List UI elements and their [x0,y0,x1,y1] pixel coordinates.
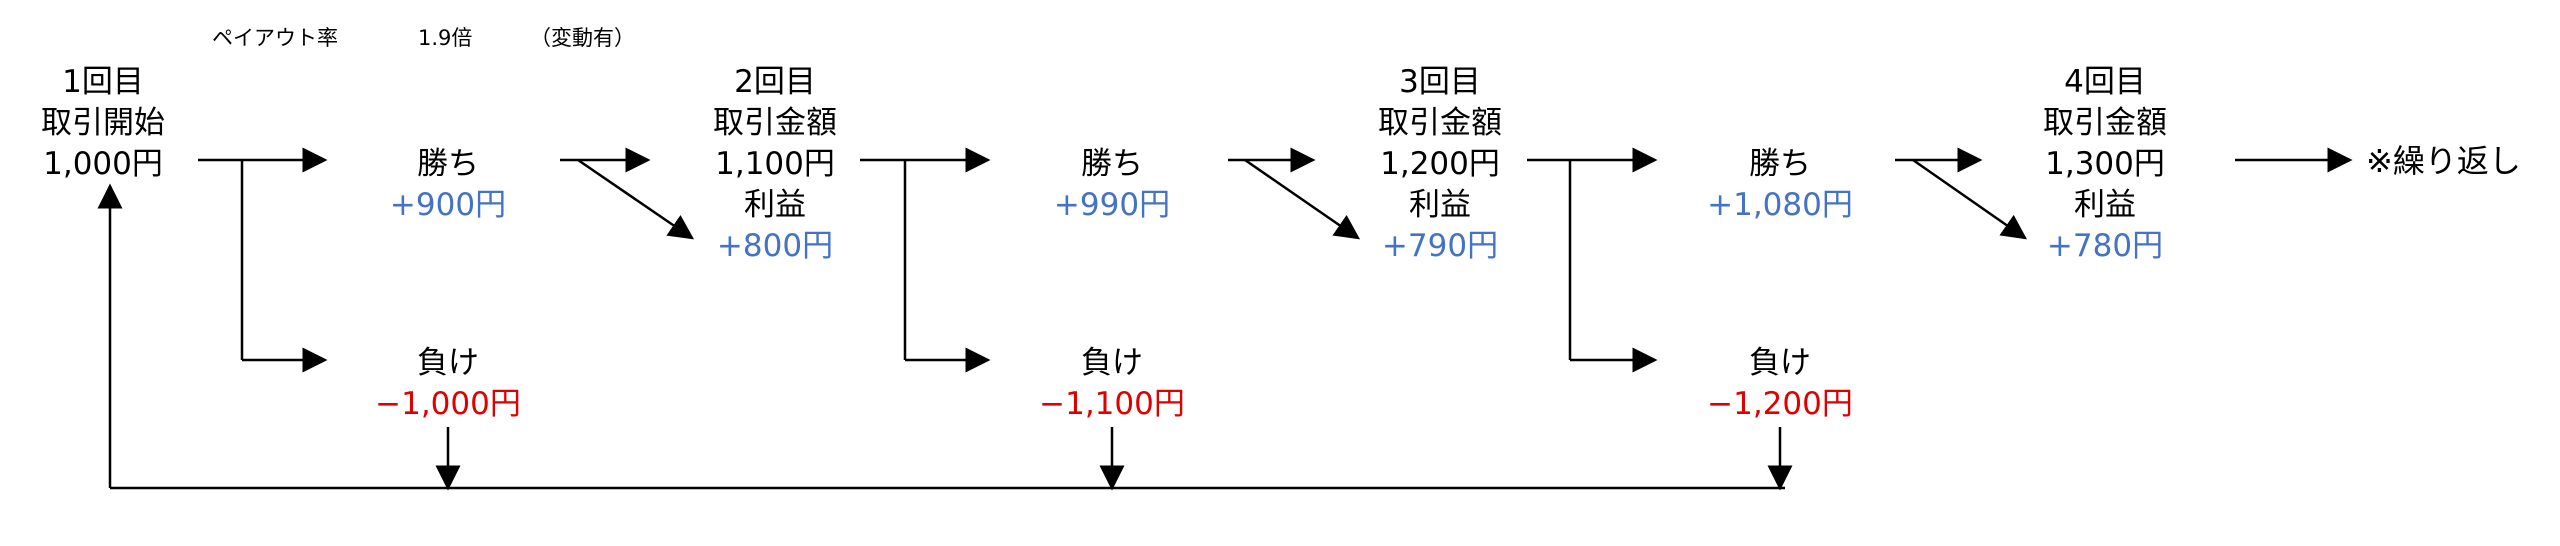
round-2-line-3: 利益 [744,187,806,223]
win-1-label: 勝ち [417,146,479,182]
lose-1-label: 負け [416,345,479,381]
round-4-line-1: 取引金額 [2043,105,2167,141]
payout-rate-label: ペイアウト率 [212,26,338,50]
win-2-label: 勝ち [1081,146,1143,182]
round-4-line-2: 1,300円 [2045,146,2165,182]
win-1: 勝ち +900円 [390,144,506,226]
lose-2-label: 負け [1080,345,1143,381]
lose-2-amount: −1,100円 [1039,386,1185,422]
round-2-title: 2回目 [734,64,816,100]
lose-3-label: 負け [1748,345,1811,381]
round-1-title: 1回目 [62,64,144,100]
round-1-node: 1回目 取引開始 1,000円 [41,62,165,185]
round-1-line-2: 1,000円 [43,146,163,182]
round-2-node: 2回目 取引金額 1,100円 利益 +800円 [713,62,837,267]
lose-1: 負け −1,000円 [375,343,521,425]
round-4-profit: +780円 [2046,228,2164,264]
win-3-amount: +1,080円 [1707,187,1853,223]
lose-2: 負け −1,100円 [1039,343,1185,425]
win-3-label: 勝ち [1748,146,1811,182]
round-3-line-2: 1,200円 [1380,146,1500,182]
w2-to-r3-profit [1244,158,1361,240]
round-3-line-1: 取引金額 [1378,105,1502,141]
round-3-line-3: 利益 [1409,187,1471,223]
payout-rate-note: （変動有） [530,26,635,50]
win-2-amount: +990円 [1053,187,1171,223]
round-4-line-3: 利益 [2074,187,2136,223]
round-2-line-1: 取引金額 [713,105,837,141]
round-3-node: 3回目 取引金額 1,200円 利益 +790円 [1378,62,1502,267]
lose-1-amount: −1,000円 [375,386,521,422]
win-2: 勝ち +990円 [1054,144,1170,226]
round-2-line-2: 1,100円 [715,146,835,182]
lose-3-amount: −1,200円 [1707,386,1853,422]
payout-rate-value: 1.9倍 [418,26,473,50]
round-1-line-1: 取引開始 [41,105,165,141]
w1-to-r2-profit [577,158,695,240]
w3-to-r4-profit [1912,158,2028,240]
round-3-title: 3回目 [1399,64,1481,100]
round-2-profit: +800円 [716,228,834,264]
win-3: 勝ち +1,080円 [1707,144,1853,226]
repeat-label: ※繰り返し [2366,142,2521,180]
win-1-amount: +900円 [389,187,507,223]
lose-3: 負け −1,200円 [1707,343,1853,425]
round-4-title: 4回目 [2064,64,2146,100]
round-4-node: 4回目 取引金額 1,300円 利益 +780円 [2043,62,2167,267]
round-3-profit: +790円 [1381,228,1499,264]
